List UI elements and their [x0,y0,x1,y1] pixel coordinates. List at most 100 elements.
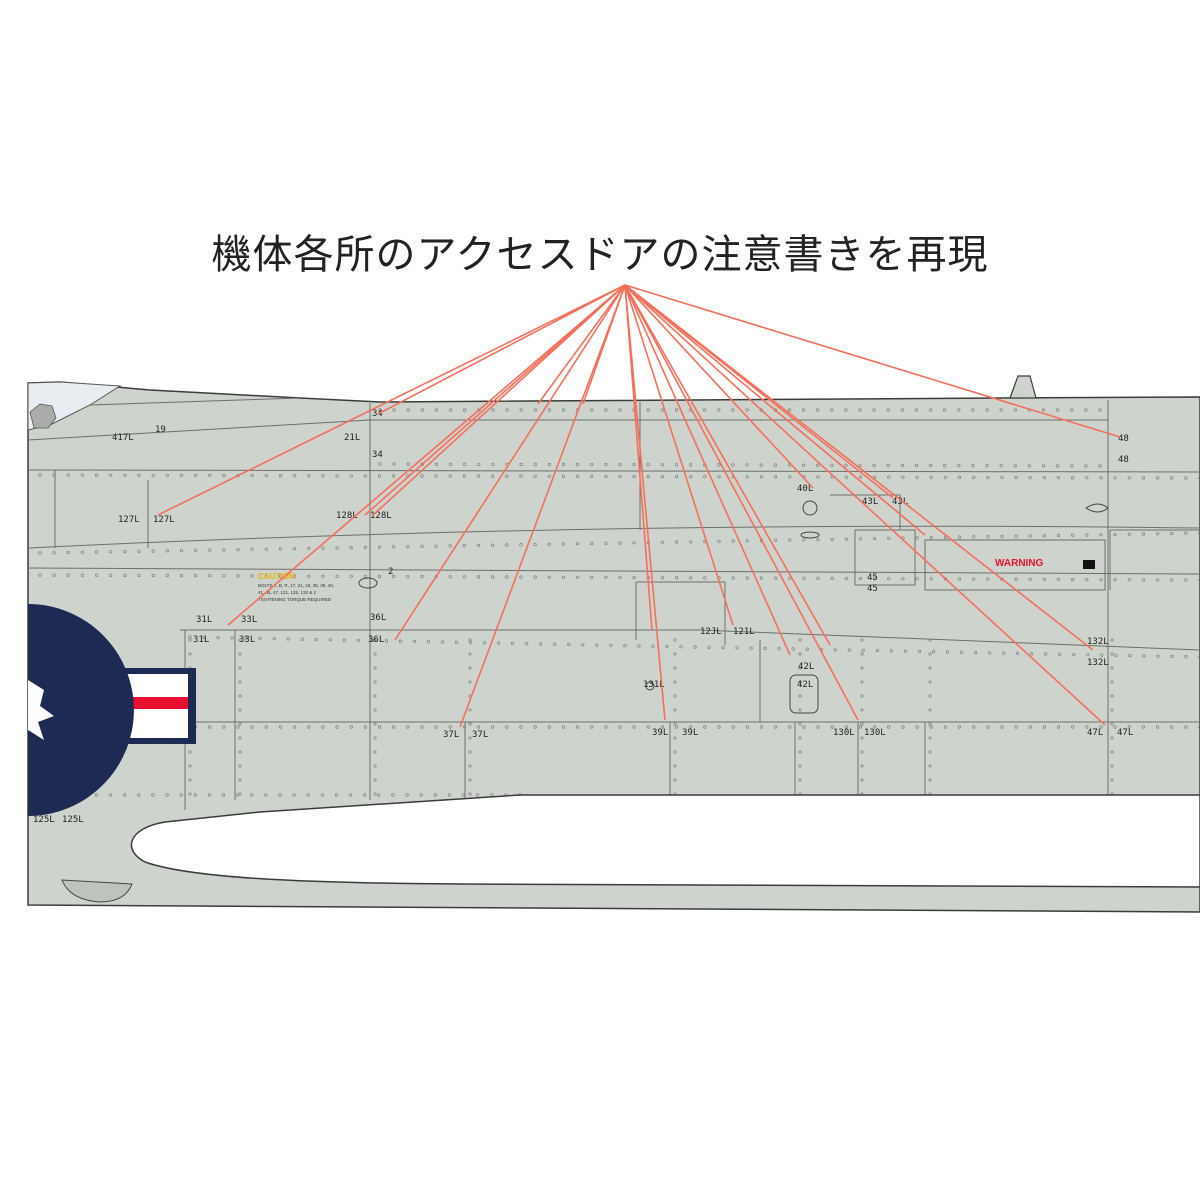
rivet [293,725,297,729]
rivet [872,408,876,412]
rivet [575,542,580,546]
rivet [1141,476,1145,480]
rivet [915,475,919,479]
rivet [491,462,495,466]
rivet [567,642,571,647]
rivet [491,725,495,729]
rivet [363,545,368,550]
rivet [208,473,212,478]
rivet [433,793,437,797]
rivet [476,575,481,579]
rivet [238,708,242,712]
rivet [334,793,339,797]
rivet [703,408,707,412]
rivet [468,638,472,642]
rivet [618,575,622,580]
rivet [377,574,382,579]
rivet [1042,476,1046,480]
rivet [886,463,890,468]
rivet [673,722,677,726]
rivet [94,473,99,477]
rivet [238,722,242,726]
rivet [491,575,495,579]
rivet [533,725,537,729]
rivet [673,708,677,712]
rivet [1099,533,1103,537]
rivet [391,793,395,797]
rivet [547,462,552,467]
rivet [321,474,325,478]
rivet [1142,654,1146,658]
rivet [307,574,311,578]
rivet [392,574,396,579]
rivet [900,408,905,412]
rivet [901,475,905,479]
rivet [80,473,84,477]
leader-line [459,284,626,728]
rivet [759,475,764,479]
leader-line [364,284,626,516]
rivet [787,408,792,412]
access-door-42l [789,674,819,714]
rivet [632,725,636,729]
warning-label: WARNING [995,558,1044,569]
rivet [468,680,472,684]
rivet [1110,778,1114,782]
rivet [378,462,382,466]
rivet [123,473,127,477]
rivet [604,541,608,545]
rivet [798,680,802,684]
leader-line [624,284,926,536]
rivet [957,464,961,468]
rivet [847,648,851,652]
panel-label: 37L [443,730,459,740]
rivet [230,636,234,640]
panel-line [28,469,1200,473]
rivet [406,725,410,729]
rivet [1141,725,1145,729]
rivet [731,408,735,412]
rivet [373,792,377,796]
panel-label: 33L [239,635,255,645]
rivet [1028,577,1032,581]
rivet [373,652,377,656]
rivet [462,474,467,478]
rivet [476,543,481,548]
rivet [1114,653,1118,657]
rivet [632,541,636,545]
rivet [491,474,495,478]
rivet [717,408,721,412]
rivet [595,643,599,647]
rivet [238,652,242,656]
leader-line [227,284,626,626]
rivet [406,408,410,412]
rivet [193,793,197,797]
warning-square-icon [1083,560,1095,569]
rivet [1000,534,1004,539]
panel-label: 130L [833,728,855,738]
rivet [547,725,551,729]
rivet [1110,750,1114,754]
rivet [151,793,155,797]
rivet [434,408,439,412]
rivet [717,475,721,479]
rivet [94,793,99,797]
rivet [745,576,749,580]
leader-line [624,284,814,489]
lower-fairing [61,879,133,903]
rivet [373,736,377,740]
rivet [468,750,472,754]
rivet [547,575,551,579]
rivet [816,725,820,729]
rivet [972,725,976,729]
rivet [745,475,749,479]
rivet [1170,531,1174,536]
panel-label: 128L [336,511,358,521]
rivet [886,408,890,412]
rivet [660,540,665,544]
rivet [1071,533,1075,537]
rivet [519,725,523,729]
rivet [1155,578,1160,582]
rivet [943,408,947,412]
rivet [1015,651,1020,656]
